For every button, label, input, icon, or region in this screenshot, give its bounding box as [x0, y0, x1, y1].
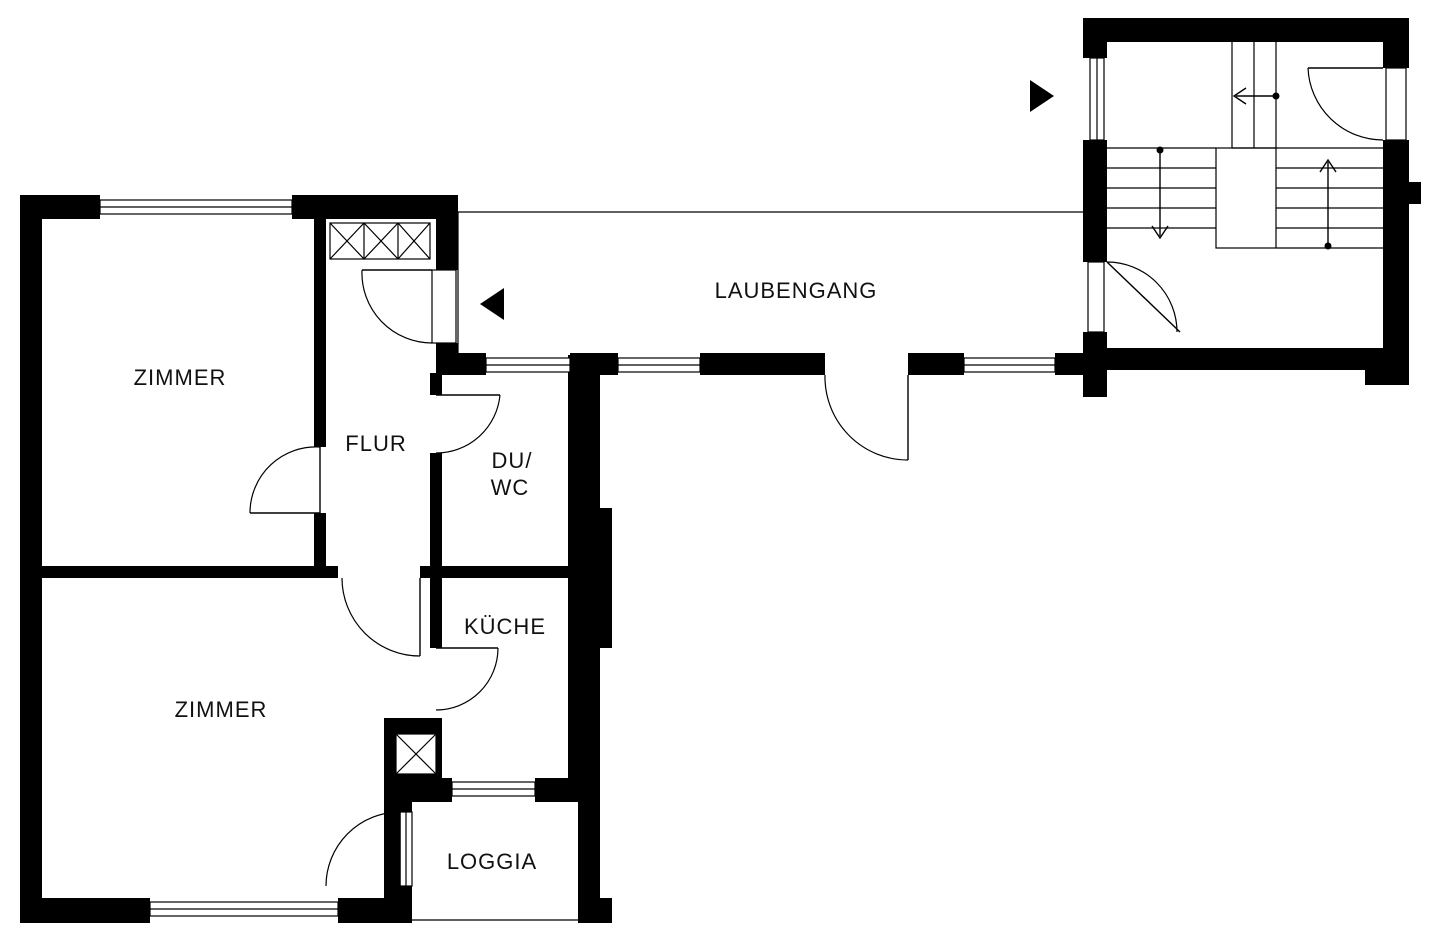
label-loggia: LOGGIA	[447, 849, 537, 874]
windows	[99, 57, 1407, 917]
label-zimmer-bottom: ZIMMER	[175, 697, 268, 722]
label-du-wc-line2: WC	[491, 475, 530, 500]
stair-down-arrow-icon	[1151, 146, 1169, 240]
closet	[329, 222, 431, 260]
building-entrance-triangle-icon	[1030, 80, 1054, 112]
label-zimmer-top: ZIMMER	[134, 365, 227, 390]
room-labels: ZIMMER ZIMMER FLUR DU/ WC KÜCHE LOGGIA L…	[134, 278, 878, 874]
stair-up-arrow-icon	[1319, 158, 1337, 250]
apartment-walls	[20, 195, 1083, 923]
label-laubengang: LAUBENGANG	[715, 278, 878, 303]
apartment-entrance-triangle-icon	[480, 288, 504, 320]
stair-left-arrow-icon	[1232, 87, 1280, 105]
stair-arrows	[1151, 87, 1337, 250]
label-kueche: KÜCHE	[464, 614, 546, 639]
doors	[249, 67, 1384, 887]
entrance-markers	[480, 80, 1054, 320]
stairs	[1107, 42, 1383, 249]
stairwell-walls	[1083, 18, 1421, 397]
laubengang-outline	[457, 211, 1083, 353]
shaft	[395, 733, 437, 775]
label-du-wc-line1: DU/	[492, 448, 533, 473]
label-flur: FLUR	[345, 431, 406, 456]
